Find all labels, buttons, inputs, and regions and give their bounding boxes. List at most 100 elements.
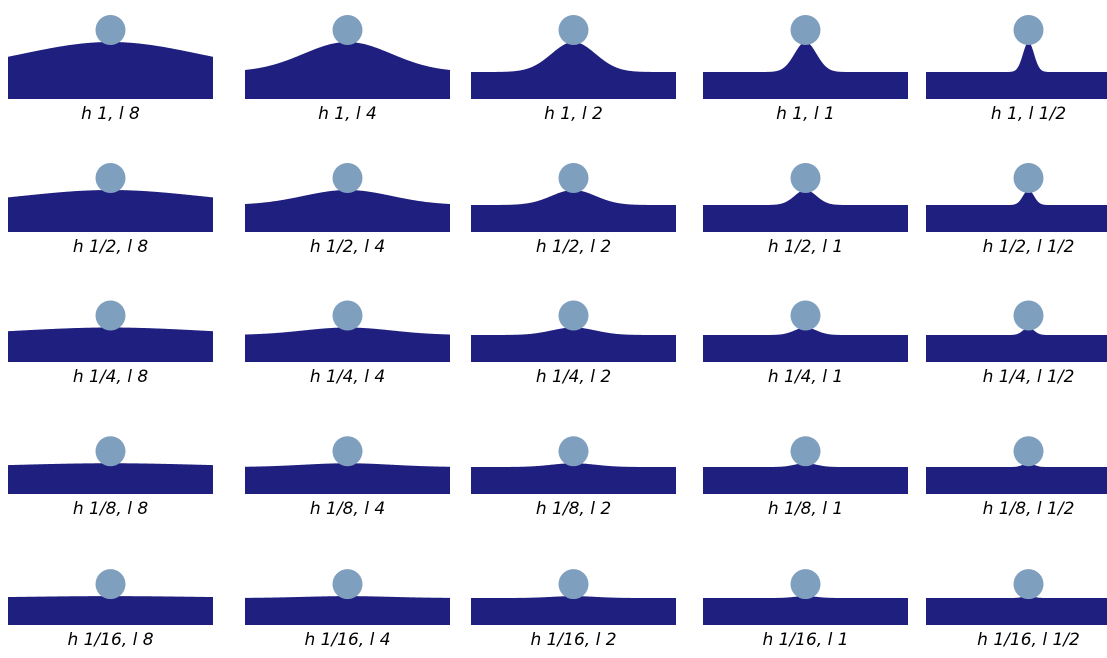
bump-panel: h 1, l 1/2: [926, 0, 1107, 132]
panel-caption: h 1/4, l 2: [471, 367, 676, 387]
panel-caption: h 1/4, l 8: [8, 367, 213, 387]
particle-circle: [559, 436, 589, 466]
surface-bump: [703, 42, 908, 99]
surface-bump: [8, 328, 213, 363]
bump-surface-figure: [245, 395, 450, 498]
bump-panel: h 1/8, l 2: [471, 395, 676, 527]
panel-caption: h 1/16, l 2: [471, 630, 676, 650]
bump-panel: h 1, l 8: [8, 0, 213, 132]
bump-panel: h 1, l 1: [703, 0, 908, 132]
bump-panel: h 1, l 2: [471, 0, 676, 132]
bump-panel: h 1/16, l 2: [471, 526, 676, 658]
bump-panel: h 1/4, l 1: [703, 263, 908, 395]
particle-circle: [333, 301, 363, 331]
particle-circle: [333, 569, 363, 599]
surface-bump: [8, 42, 213, 99]
surface-bump: [926, 328, 1107, 362]
particle-circle: [1014, 436, 1044, 466]
panel-caption: h 1/16, l 4: [245, 630, 450, 650]
bump-surface-figure: [245, 0, 450, 103]
bump-panel: h 1/4, l 1/2: [926, 263, 1107, 395]
particle-circle: [559, 569, 589, 599]
panel-caption: h 1, l 4: [245, 104, 450, 124]
panel-caption: h 1, l 1/2: [926, 104, 1107, 124]
particle-circle: [333, 436, 363, 466]
surface-bump: [245, 463, 450, 494]
bump-panel: h 1/4, l 8: [8, 263, 213, 395]
bump-surface-figure: [471, 526, 676, 629]
surface-bump: [471, 463, 676, 494]
panel-caption: h 1, l 1: [703, 104, 908, 124]
surface-bump: [245, 42, 450, 99]
surface-bump: [926, 463, 1107, 494]
bump-surface-figure: [471, 263, 676, 366]
bump-surface-figure: [926, 526, 1107, 629]
particle-circle: [559, 301, 589, 331]
surface-bump: [245, 596, 450, 625]
particle-circle: [791, 163, 821, 193]
surface-bump: [471, 596, 676, 625]
panel-caption: h 1/8, l 1: [703, 499, 908, 519]
surface-bump: [926, 596, 1107, 625]
bump-panel: h 1/2, l 2: [471, 133, 676, 265]
bump-panel: h 1/8, l 1: [703, 395, 908, 527]
bump-panel: h 1/2, l 8: [8, 133, 213, 265]
bump-surface-figure: [703, 526, 908, 629]
bump-panel: h 1/2, l 1/2: [926, 133, 1107, 265]
bump-panel: h 1/8, l 1/2: [926, 395, 1107, 527]
panel-caption: h 1/16, l 1/2: [926, 630, 1107, 650]
bump-surface-figure: [471, 133, 676, 236]
bump-surface-figure: [245, 133, 450, 236]
surface-bump: [245, 328, 450, 363]
panel-caption: h 1/2, l 1: [703, 237, 908, 257]
bump-surface-figure: [8, 395, 213, 498]
bump-panel: h 1/8, l 8: [8, 395, 213, 527]
particle-circle: [559, 163, 589, 193]
particle-circle: [96, 436, 126, 466]
particle-circle: [96, 301, 126, 331]
bump-surface-figure: [703, 395, 908, 498]
panel-caption: h 1, l 2: [471, 104, 676, 124]
particle-circle: [1014, 15, 1044, 45]
panel-caption: h 1/2, l 4: [245, 237, 450, 257]
bump-panel: h 1/2, l 4: [245, 133, 450, 265]
surface-bump: [471, 190, 676, 232]
bump-panel: h 1/4, l 4: [245, 263, 450, 395]
panel-caption: h 1, l 8: [8, 104, 213, 124]
particle-circle: [791, 569, 821, 599]
panel-caption: h 1/8, l 8: [8, 499, 213, 519]
bump-surface-figure: [926, 395, 1107, 498]
bump-surface-figure: [703, 0, 908, 103]
bump-panel: h 1/16, l 8: [8, 526, 213, 658]
bump-surface-figure: [8, 0, 213, 103]
particle-circle: [1014, 163, 1044, 193]
particle-circle: [791, 301, 821, 331]
surface-bump: [703, 463, 908, 494]
particle-circle: [96, 15, 126, 45]
panel-caption: h 1/4, l 1/2: [926, 367, 1107, 387]
panel-caption: h 1/2, l 2: [471, 237, 676, 257]
bump-panel: h 1/4, l 2: [471, 263, 676, 395]
bump-surface-figure: [703, 133, 908, 236]
surface-bump: [926, 42, 1107, 99]
particle-circle: [333, 15, 363, 45]
bump-panel: h 1/8, l 4: [245, 395, 450, 527]
bump-panel: h 1, l 4: [245, 0, 450, 132]
bump-surface-figure: [926, 0, 1107, 103]
bump-panel: h 1/16, l 1: [703, 526, 908, 658]
particle-circle: [1014, 569, 1044, 599]
surface-bump: [703, 596, 908, 625]
bump-panel: h 1/2, l 1: [703, 133, 908, 265]
panel-caption: h 1/8, l 2: [471, 499, 676, 519]
bump-surface-figure: [471, 0, 676, 103]
bump-surface-figure: [926, 263, 1107, 366]
bump-surface-figure: [471, 395, 676, 498]
particle-circle: [791, 15, 821, 45]
particle-circle: [559, 15, 589, 45]
panel-caption: h 1/8, l 1/2: [926, 499, 1107, 519]
bump-surface-figure: [245, 526, 450, 629]
panel-caption: h 1/16, l 8: [8, 630, 213, 650]
particle-circle: [333, 163, 363, 193]
panel-caption: h 1/4, l 1: [703, 367, 908, 387]
